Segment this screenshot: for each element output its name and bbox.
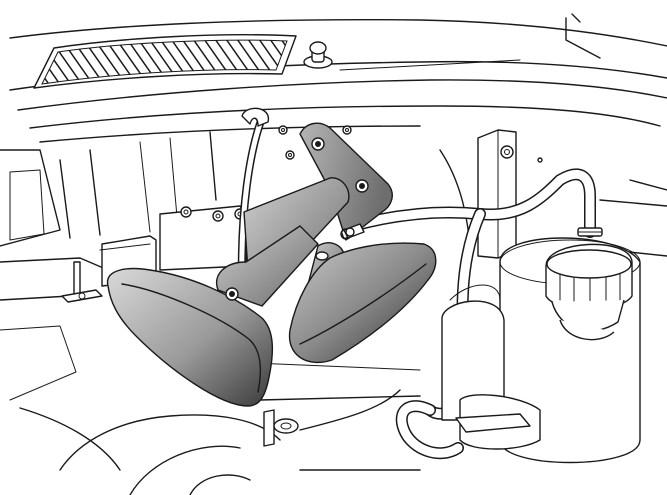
hood-release-knob (303, 41, 333, 69)
hood-vent-grille (33, 34, 297, 89)
horn-right (288, 242, 437, 364)
mounting-holes (278, 125, 543, 163)
hose-clamp (577, 227, 603, 237)
ground-terminal (61, 261, 103, 303)
horn-left (106, 177, 350, 407)
vertical-bracket (477, 129, 517, 259)
reservoir-cap (545, 243, 633, 341)
mounting-bolt (263, 409, 299, 447)
cowl-structure (0, 105, 667, 495)
horn-terminal (343, 223, 365, 239)
